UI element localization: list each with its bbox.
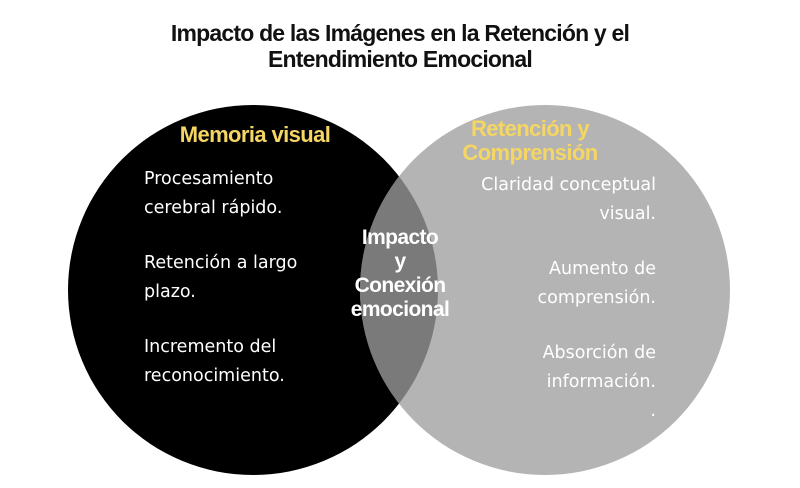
list-item-line: Absorción de (542, 343, 656, 363)
title-line-1: Impacto de las Imágenes en la Retención … (170, 20, 630, 46)
list-item: Claridad conceptual visual. (436, 171, 656, 229)
intersection-line-3: Conexión (354, 274, 446, 297)
list-item-line: plazo. (144, 282, 196, 302)
list-item-line: comprensión. (537, 288, 657, 308)
list-item-line: visual. (599, 204, 656, 224)
intersection-line-2: y (394, 250, 406, 273)
list-item: Procesamiento cerebral rápido. (144, 165, 344, 223)
list-item: Incremento del reconocimiento. (144, 333, 344, 391)
left-circle-heading: Memoria visual (150, 123, 360, 147)
list-item-line: Procesamiento (144, 169, 274, 189)
list-item: Absorción de información. . (436, 339, 656, 426)
diagram-title: Impacto de las Imágenes en la Retención … (0, 20, 800, 72)
left-circle (68, 105, 438, 475)
title-line-2: Entendimiento Emocional (267, 46, 533, 72)
intersection-label: Impacto y Conexión emocional (340, 226, 460, 322)
list-item-line: . (650, 401, 656, 421)
list-item-line: Retención a largo (144, 253, 298, 273)
intersection-line-4: emocional (350, 298, 450, 321)
list-item-line: información. (546, 372, 656, 392)
intersection-line-1: Impacto (361, 226, 439, 249)
list-item-line: Aumento de (549, 259, 656, 279)
left-circle-list: Procesamiento cerebral rápido. Retención… (144, 165, 344, 417)
right-heading-line-1: Retención y (470, 116, 590, 141)
right-circle (360, 105, 730, 475)
list-item-line: cerebral rápido. (144, 198, 283, 218)
list-item-line: Claridad conceptual (481, 175, 656, 195)
list-item-line: Incremento del (144, 337, 277, 357)
list-item-line: reconocimiento. (144, 366, 285, 386)
right-circle-heading: Retención y Comprensión (430, 117, 630, 165)
list-item: Retención a largo plazo. (144, 249, 344, 307)
right-circle-list: Claridad conceptual visual. Aumento de c… (436, 171, 656, 452)
list-item: Aumento de comprensión. (436, 255, 657, 313)
left-heading-text: Memoria visual (179, 122, 331, 147)
right-heading-line-2: Comprensión (462, 140, 598, 165)
